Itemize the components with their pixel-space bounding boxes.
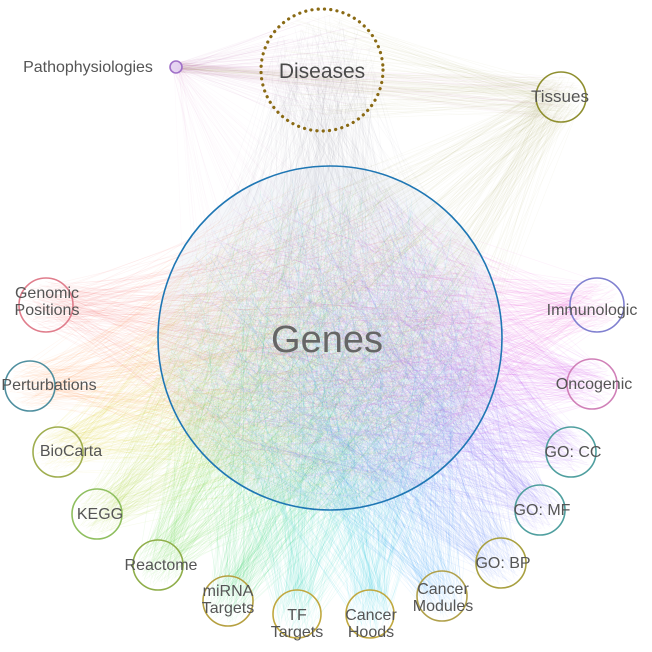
node-label-tissues: Tissues	[531, 87, 589, 106]
node-circle-go_bp[interactable]	[475, 537, 527, 589]
edges-genomic_positions-to-genes	[23, 182, 492, 493]
node-label-go_bp: GO: BP	[475, 555, 530, 572]
edges-mirna_targets-to-genes	[174, 181, 490, 624]
edges-tf_targets-to-genes	[168, 178, 492, 635]
edges-kegg-to-genes	[74, 182, 479, 536]
node-circle-tissues[interactable]	[535, 71, 587, 123]
node-circle-cancer_hoods[interactable]	[345, 589, 395, 639]
edges-tissues-to-genes	[173, 74, 583, 497]
node-circle-genomic_positions[interactable]	[18, 277, 74, 333]
node-circle-perturbations[interactable]	[4, 360, 56, 412]
node-circle-tf_targets[interactable]	[272, 589, 322, 639]
edges-cancer_hoods-to-genes	[171, 179, 493, 635]
node-label-oncogenic: Oncogenic	[556, 376, 633, 393]
node-label-go_cc: GO: CC	[545, 444, 602, 461]
node-circle-go_cc[interactable]	[545, 426, 597, 478]
node-circle-kegg[interactable]	[71, 488, 123, 540]
node-label-reactome: Reactome	[125, 557, 198, 574]
edges-pathophysiologies-to-tissues	[170, 62, 580, 121]
node-circle-reactome[interactable]	[132, 539, 184, 591]
node-label-immunologic: Immunologic	[547, 302, 638, 319]
node-circle-mirna_targets[interactable]	[202, 575, 254, 627]
node-circle-biocarta[interactable]	[32, 426, 84, 478]
node-circle-pathophysiologies[interactable]	[169, 60, 183, 74]
node-circle-oncogenic[interactable]	[566, 358, 618, 410]
node-circle-go_mf[interactable]	[514, 484, 566, 536]
edges-tissues-to-pathophysiologies	[170, 61, 581, 120]
edges-immunologic-to-genes	[166, 183, 621, 499]
node-label-pathophysiologies: Pathophysiologies	[23, 59, 153, 76]
edges-perturbations-to-genes	[9, 182, 486, 496]
edges-pathophysiologies-to-genes	[171, 62, 491, 483]
node-label-kegg: KEGG	[77, 506, 123, 523]
node-circle-cancer_modules[interactable]	[416, 570, 468, 622]
node-label-go_mf: GO: MF	[514, 502, 571, 519]
edges-go_bp-to-genes	[172, 180, 523, 585]
node-label-biocarta: BioCarta	[40, 443, 102, 460]
node-label-perturbations: Perturbations	[1, 377, 96, 394]
node-circle-genes[interactable]	[157, 165, 503, 511]
edges-biocarta-to-genes	[36, 178, 493, 493]
node-label-diseases: Diseases	[279, 60, 365, 83]
edges-oncogenic-to-genes	[169, 183, 614, 482]
edges-diseases-to-genes	[169, 15, 484, 495]
node-circle-diseases[interactable]	[259, 7, 385, 133]
node-label-genes: Genes	[271, 319, 383, 361]
edges-go_cc-to-genes	[173, 187, 592, 497]
edges-tissues-to-diseases	[268, 14, 583, 122]
node-circle-immunologic[interactable]	[569, 277, 625, 333]
edges-go_mf-to-genes	[171, 178, 562, 532]
